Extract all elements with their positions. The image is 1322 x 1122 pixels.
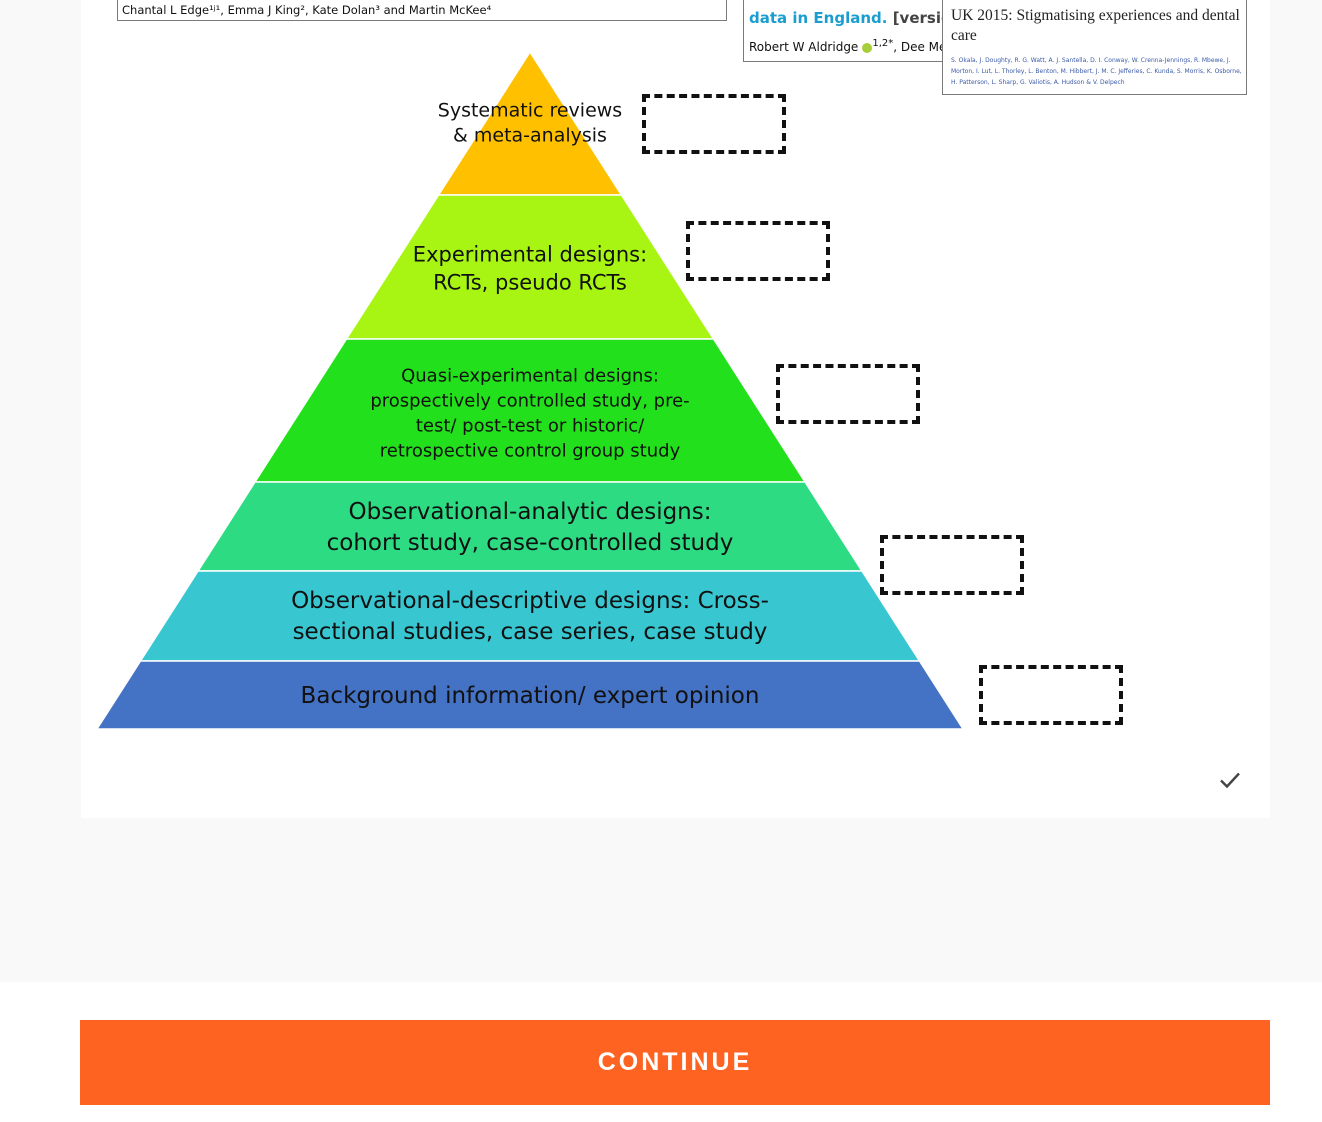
pyramid-level-1-label: Systematic reviews: [438, 100, 622, 122]
pyramid-level-3-label: test/ post-test or historic/: [416, 415, 645, 436]
pyramid-level-5: [139, 570, 921, 662]
paper-3-authors: S. Okala, J. Doughty, R. G. Watt, A. J. …: [951, 57, 1242, 86]
pyramid-level-3-label: retrospective control group study: [380, 440, 681, 461]
drop-zone-3[interactable]: [776, 364, 920, 424]
pyramid-level-3-label: prospectively controlled study, pre-: [370, 390, 689, 411]
paper-snippet-1: Chantal L Edge¹ʲ¹, Emma J King², Kate Do…: [117, 0, 727, 21]
pyramid-level-2: [345, 194, 715, 340]
pyramid-level-1-label: & meta-analysis: [453, 125, 607, 147]
pyramid-level-6-label: Background information/ expert opinion: [301, 683, 760, 709]
continue-button[interactable]: CONTINUE: [80, 1020, 1270, 1105]
pyramid-level-3-label: Quasi-experimental designs:: [401, 365, 659, 386]
pyramid-level-4-label: cohort study, case-controlled study: [327, 530, 734, 556]
paper-snippet-2: data in England. [version 1 Robert W Ald…: [743, 0, 958, 62]
pyramid-level-2-label: RCTs, pseudo RCTs: [433, 270, 627, 294]
drop-zone-2[interactable]: [686, 221, 830, 281]
paper-snippet-3: UK 2015: Stigmatising experiences and de…: [942, 0, 1247, 95]
drop-zone-1[interactable]: [642, 94, 786, 154]
paper-1-authors: Chantal L Edge¹ʲ¹, Emma J King², Kate Do…: [122, 3, 492, 17]
pyramid-level-5-label: Observational-descriptive designs: Cross…: [291, 588, 769, 614]
pyramid-level-4-label: Observational-analytic designs:: [348, 499, 711, 525]
orcid-icon: [862, 42, 873, 53]
paper-2-title: data in England. [version 1: [749, 9, 958, 27]
evidence-pyramid: Systematic reviews & meta-analysisExperim…: [95, 50, 965, 730]
check-icon[interactable]: [1218, 768, 1242, 792]
paper-3-title: UK 2015: Stigmatising experiences and de…: [951, 7, 1240, 44]
pyramid-level-1: [437, 50, 623, 196]
pyramid-level-2-label: Experimental designs:: [413, 242, 647, 266]
pyramid-level-5-label: sectional studies, case series, case stu…: [293, 619, 768, 645]
drop-zone-5[interactable]: [979, 665, 1123, 725]
pyramid-level-4: [196, 481, 864, 572]
drop-zone-4[interactable]: [880, 535, 1024, 595]
pyramid-level-6: [95, 660, 965, 730]
